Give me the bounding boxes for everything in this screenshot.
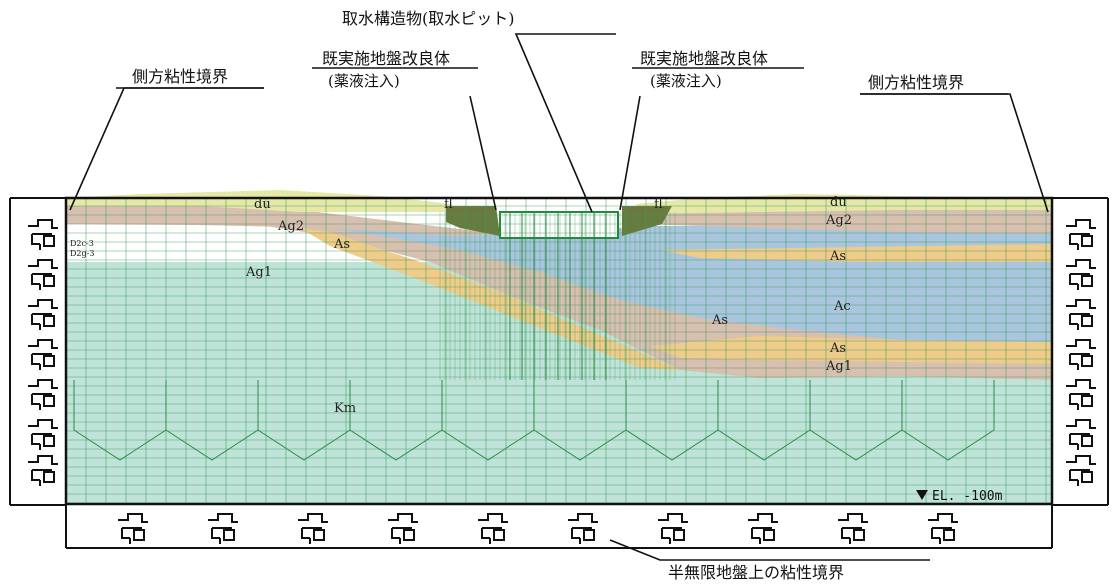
elevation-marker-icon	[916, 490, 928, 500]
improved-ground-right[interactable]	[622, 206, 672, 236]
left-improved-sublabel: (薬液注入)	[328, 72, 400, 90]
soil-label-du-right: du	[830, 195, 847, 210]
soil-label-ag1-right: Ag1	[825, 359, 852, 374]
soil-label-fl-right: fl	[654, 197, 663, 212]
layer-as-right-upper	[660, 244, 1052, 262]
soil-label-ac: Ac	[833, 299, 851, 314]
right-viscous-boundary	[1052, 197, 1109, 506]
soil-label-ag2-right: Ag2	[825, 213, 852, 228]
soil-label-km: Km	[334, 401, 356, 416]
soil-label-small-1: D2c-3	[70, 239, 94, 248]
bottom-viscous-boundary	[65, 505, 1053, 549]
right-boundary-label: 側方粘性境界	[868, 73, 964, 92]
elevation-label: EL. -100m	[932, 489, 1003, 504]
left-boundary-label: 側方粘性境界	[132, 67, 228, 86]
layer-ag1	[66, 205, 1052, 380]
layer-ag2-left	[66, 205, 460, 236]
soil-label-as-left: As	[333, 237, 350, 252]
dashpot-icon	[117, 513, 959, 545]
fem-mesh	[66, 198, 1052, 504]
leader-lines	[69, 33, 1049, 561]
bottom-boundary-label: 半無限地盤上の粘性境界	[668, 563, 844, 582]
soil-layers	[66, 190, 1052, 504]
model-frame	[64, 196, 1054, 506]
dashpot-icon	[27, 219, 59, 487]
dashpot-icon	[1065, 219, 1097, 487]
intake-structure-label: 取水構造物(取水ピット)	[342, 9, 515, 28]
pile-bundles	[73, 212, 995, 461]
layer-du	[66, 190, 452, 212]
soil-label-fl-left: fl	[444, 197, 453, 212]
right-improved-label: 既実施地盤改良体	[640, 49, 768, 68]
improved-ground-left[interactable]	[446, 206, 500, 236]
soil-label-ag2-left: Ag2	[277, 219, 304, 234]
soil-label-small-2: D2g-3	[70, 249, 94, 258]
soil-label-du-left: du	[254, 197, 271, 212]
right-improved-sublabel: (薬液注入)	[650, 72, 722, 90]
left-viscous-boundary	[9, 197, 66, 506]
soil-label-as-right-upper: As	[829, 249, 846, 264]
left-improved-label: 既実施地盤改良体	[322, 49, 450, 68]
soil-label-as-mid: As	[711, 313, 728, 328]
soil-label-as-right-lower: As	[829, 341, 846, 356]
soil-label-ag1-left: Ag1	[245, 265, 272, 280]
intake-pit[interactable]	[499, 211, 619, 239]
